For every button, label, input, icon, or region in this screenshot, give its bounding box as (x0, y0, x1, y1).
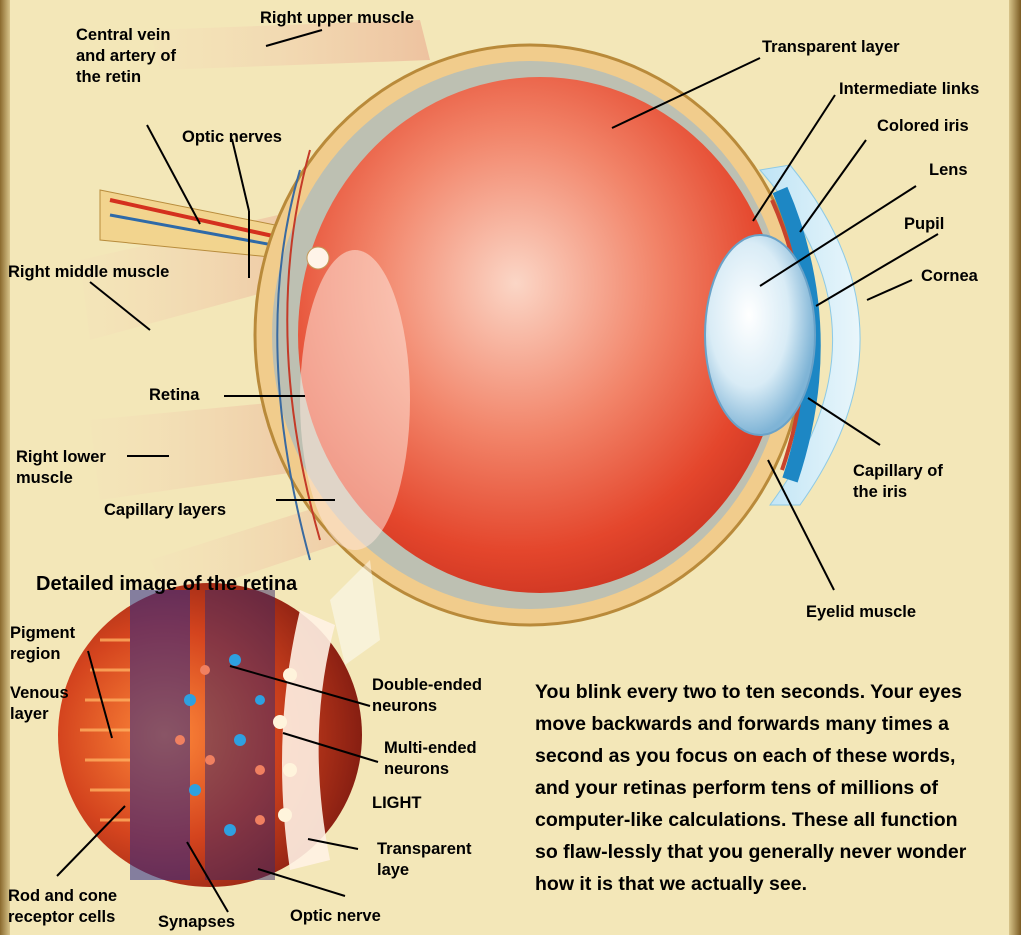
label-right-lower-muscle: Right lower muscle (16, 447, 106, 489)
label-synapses: Synapses (158, 912, 235, 933)
label-capillary-layers: Capillary layers (104, 500, 226, 521)
label-pigment-region: Pigment region (10, 623, 75, 665)
label-cornea: Cornea (921, 266, 978, 287)
label-rod-and-cone: Rod and cone receptor cells (8, 886, 117, 928)
label-pupil: Pupil (904, 214, 944, 235)
label-transparent-laye: Transparent laye (377, 839, 471, 881)
label-capillary-of-iris: Capillary of the iris (853, 461, 943, 503)
label-venous-layer: Venous layer (10, 683, 69, 725)
retina-inset-title: Detailed image of the retina (36, 573, 297, 596)
label-eyelid-muscle: Eyelid muscle (806, 602, 916, 623)
inset-connector (330, 560, 380, 665)
label-colored-iris: Colored iris (877, 116, 969, 137)
label-right-middle-muscle: Right middle muscle (8, 262, 169, 283)
label-optic-nerves: Optic nerves (182, 127, 282, 148)
label-intermediate-links: Intermediate links (839, 79, 979, 100)
optic-disc-area (300, 250, 410, 550)
label-light: LIGHT (372, 793, 422, 814)
caption-text: You blink every two to ten seconds. Your… (535, 676, 985, 900)
label-double-ended-neurons: Double-ended neurons (372, 675, 482, 717)
label-lens: Lens (929, 160, 968, 181)
optic-disc (307, 247, 329, 269)
label-central-vein: Central vein and artery of the retin (76, 25, 176, 88)
label-transparent-layer: Transparent layer (762, 37, 900, 58)
label-optic-nerve: Optic nerve (290, 906, 381, 927)
label-retina: Retina (149, 385, 199, 406)
lens-shape (705, 235, 815, 435)
label-right-upper-muscle: Right upper muscle (260, 8, 414, 29)
label-multi-ended-neurons: Multi-ended neurons (384, 738, 477, 780)
